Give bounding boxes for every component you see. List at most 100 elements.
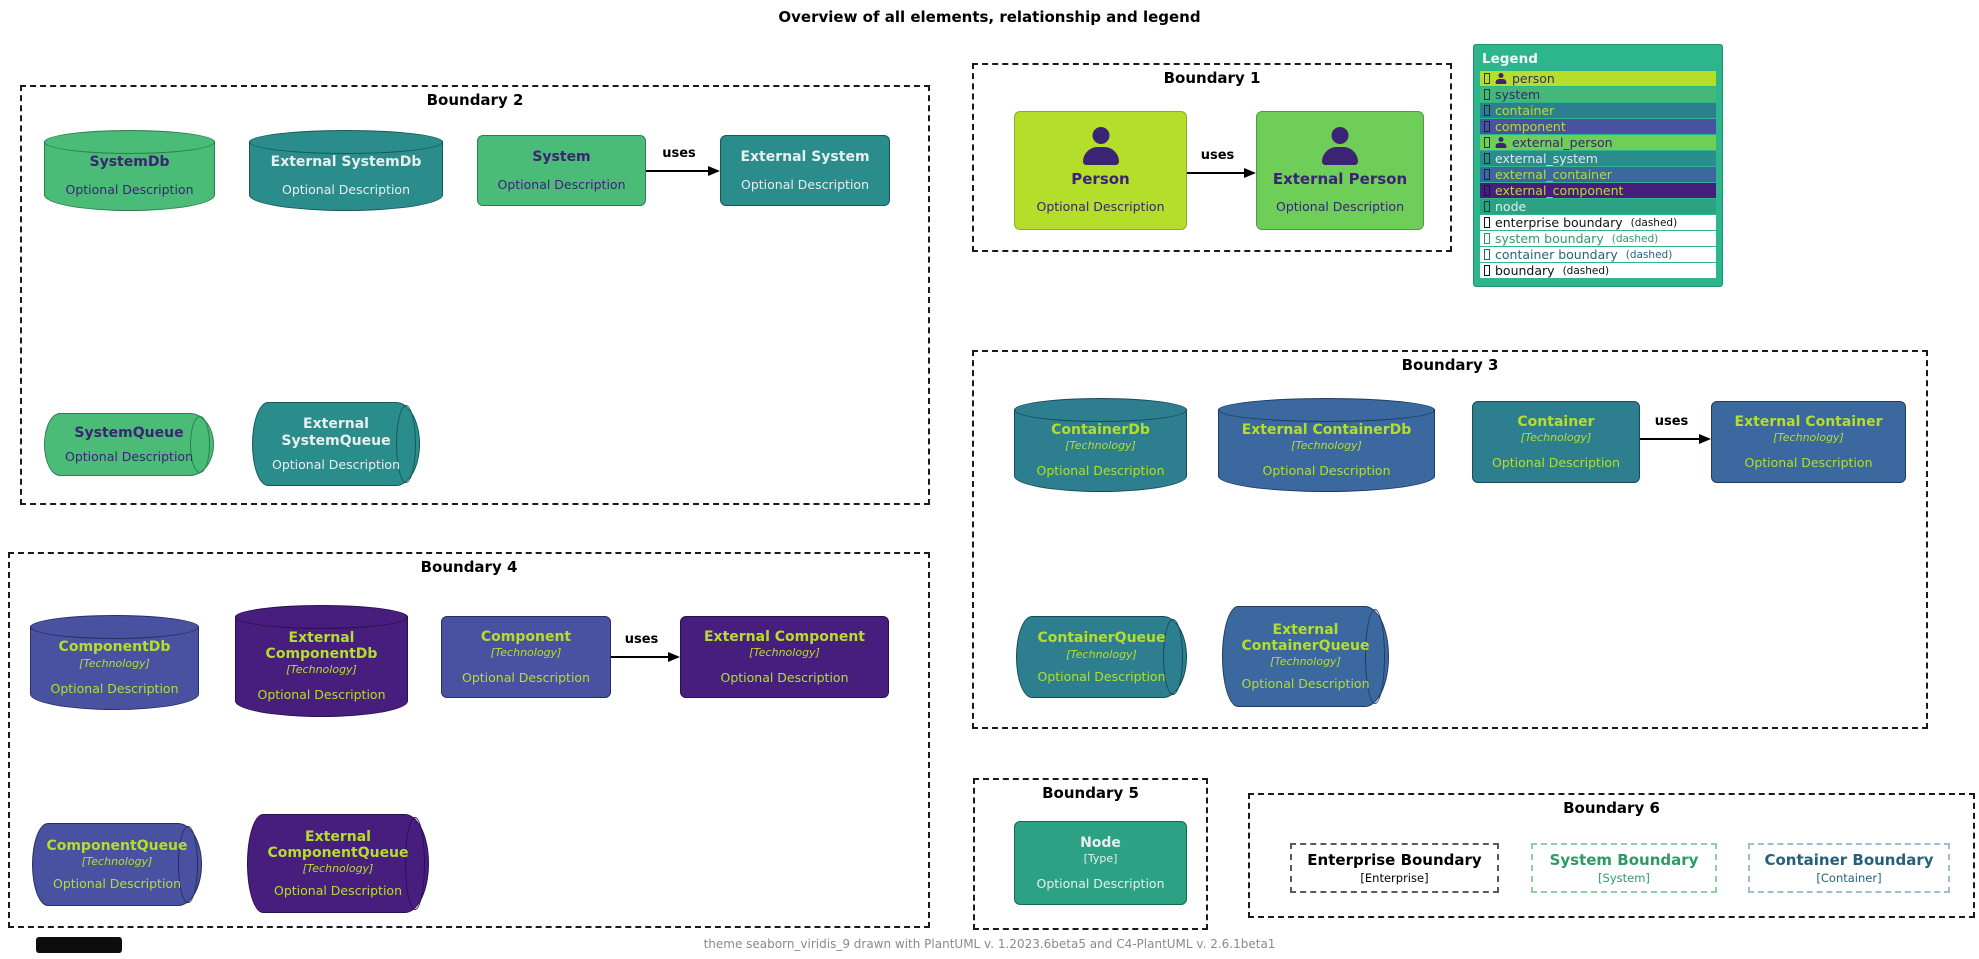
box-glyph-icon [1484, 201, 1490, 212]
containerdb-desc: Optional Description [1036, 463, 1165, 479]
relation-system-uses: uses [646, 146, 720, 176]
relation-line [1640, 438, 1701, 440]
external-containerdb-element: External ContainerDb [Technology] Option… [1218, 398, 1435, 492]
systemdb-desc: Optional Description [65, 181, 194, 197]
box-glyph-icon [1484, 249, 1490, 260]
container-desc: Optional Description [1491, 455, 1620, 471]
box-glyph-icon [1484, 169, 1490, 180]
componentdb-title: ComponentDb [58, 639, 171, 656]
containerdb-tech: [Technology] [1065, 439, 1136, 453]
container-element: Container [Technology] Optional Descript… [1472, 401, 1640, 483]
footer-text: theme seaborn_viridis_9 drawn with Plant… [703, 937, 1276, 951]
boundary-6: Boundary 6 [1248, 793, 1975, 918]
node-title: Node [1080, 834, 1121, 851]
external-systemqueue-desc: Optional Description [271, 456, 400, 472]
external-containerdb-desc: Optional Description [1262, 463, 1391, 479]
external-componentqueue-tech: [Technology] [302, 862, 374, 876]
container-tech: [Technology] [1520, 431, 1592, 445]
system-boundary-type: [System] [1598, 871, 1650, 885]
legend-title: Legend [1482, 51, 1538, 67]
arrowhead-icon [1244, 168, 1256, 178]
dark-bar [36, 937, 122, 953]
relation-person-uses: uses [1187, 148, 1256, 178]
uses-label: uses [1654, 414, 1689, 429]
componentqueue-desc: Optional Description [52, 876, 181, 892]
legend-row-boundary: boundary (dashed) [1480, 263, 1716, 278]
external-component-element: External Component [Technology] Optional… [680, 616, 889, 698]
boundary-5: Boundary 5 [973, 778, 1208, 930]
external-containerqueue-title: External ContainerQueue [1241, 621, 1370, 654]
external-containerdb-title: External ContainerDb [1241, 421, 1412, 438]
system-boundary-title: System Boundary [1549, 851, 1699, 869]
uses-label: uses [1200, 148, 1235, 163]
box-glyph-icon [1484, 73, 1490, 84]
external-container-title: External Container [1734, 413, 1883, 430]
containerdb-title: ContainerDb [1051, 421, 1150, 438]
relation-component-uses: uses [611, 632, 680, 662]
legend-row-external-system: external_system [1480, 151, 1716, 166]
node-type: [Type] [1083, 852, 1118, 866]
external-systemqueue-title: External SystemQueue [281, 416, 391, 449]
enterprise-boundary-box: Enterprise Boundary [Enterprise] [1290, 843, 1499, 893]
external-person-element: External Person Optional Description [1256, 111, 1424, 230]
container-boundary-box: Container Boundary [Container] [1748, 843, 1950, 893]
external-system-title: External System [740, 149, 870, 166]
external-containerqueue-desc: Optional Description [1241, 676, 1370, 692]
legend-row-label: component [1495, 119, 1566, 134]
system-boundary-box: System Boundary [System] [1531, 843, 1717, 893]
external-componentdb-title: External ComponentDb [265, 629, 378, 662]
componentdb-element: ComponentDb [Technology] Optional Descri… [30, 615, 199, 710]
legend-row-label: external_system [1495, 151, 1598, 166]
container-boundary-type: [Container] [1816, 871, 1882, 885]
componentqueue-element: ComponentQueue [Technology] Optional Des… [32, 823, 202, 906]
componentqueue-title: ComponentQueue [46, 837, 188, 854]
boundary-6-label: Boundary 6 [1563, 799, 1660, 817]
legend-row-label: external_component [1495, 183, 1624, 198]
boundary-3-label: Boundary 3 [1401, 356, 1499, 374]
external-container-desc: Optional Description [1744, 455, 1873, 471]
containerdb-element: ContainerDb [Technology] Optional Descri… [1014, 398, 1187, 492]
legend-row-label: person [1512, 71, 1555, 86]
person-mini-icon [1495, 73, 1507, 85]
external-componentqueue-desc: Optional Description [273, 883, 402, 899]
legend-row-component: component [1480, 119, 1716, 134]
external-componentqueue-title: External ComponentQueue [267, 828, 409, 861]
legend-row-label: system boundary [1495, 231, 1604, 246]
legend-row-enterprise-boundary: enterprise boundary (dashed) [1480, 215, 1716, 230]
uses-label: uses [662, 146, 696, 161]
external-person-title: External Person [1272, 169, 1408, 188]
legend-row-label: container boundary [1495, 247, 1618, 262]
page-title: Overview of all elements, relationship a… [778, 8, 1201, 26]
container-title: Container [1517, 413, 1595, 430]
systemdb-element: SystemDb Optional Description [44, 130, 215, 211]
component-tech: [Technology] [490, 646, 562, 660]
external-component-desc: Optional Description [720, 670, 849, 686]
external-containerdb-tech: [Technology] [1291, 439, 1362, 453]
legend-row-suffix: (dashed) [1562, 264, 1610, 277]
boundary-4-label: Boundary 4 [420, 558, 518, 576]
component-title: Component [480, 628, 572, 645]
person-title: Person [1071, 169, 1130, 188]
external-person-desc: Optional Description [1275, 199, 1404, 215]
external-systemdb-desc: Optional Description [281, 181, 410, 197]
box-glyph-icon [1484, 121, 1490, 132]
boundary-4: Boundary 4 [8, 552, 930, 928]
box-glyph-icon [1484, 153, 1490, 164]
arrowhead-icon [668, 652, 680, 662]
containerqueue-tech: [Technology] [1066, 647, 1137, 661]
node-element: Node [Type] Optional Description [1014, 821, 1187, 905]
container-boundary-title: Container Boundary [1764, 851, 1934, 869]
system-desc: Optional Description [497, 176, 626, 192]
legend-row-container-boundary: container boundary (dashed) [1480, 247, 1716, 262]
component-element: Component [Technology] Optional Descript… [441, 616, 611, 698]
node-desc: Optional Description [1036, 876, 1165, 892]
legend-row-suffix: (dashed) [1625, 248, 1673, 261]
systemqueue-element: SystemQueue Optional Description [44, 413, 214, 476]
external-containerqueue-tech: [Technology] [1270, 655, 1341, 669]
system-element: System Optional Description [477, 135, 646, 206]
person-icon [1320, 127, 1360, 165]
enterprise-boundary-title: Enterprise Boundary [1307, 851, 1482, 869]
boundary-3: Boundary 3 [972, 350, 1928, 729]
box-glyph-icon [1484, 137, 1490, 148]
legend-row-label: system [1495, 87, 1541, 102]
